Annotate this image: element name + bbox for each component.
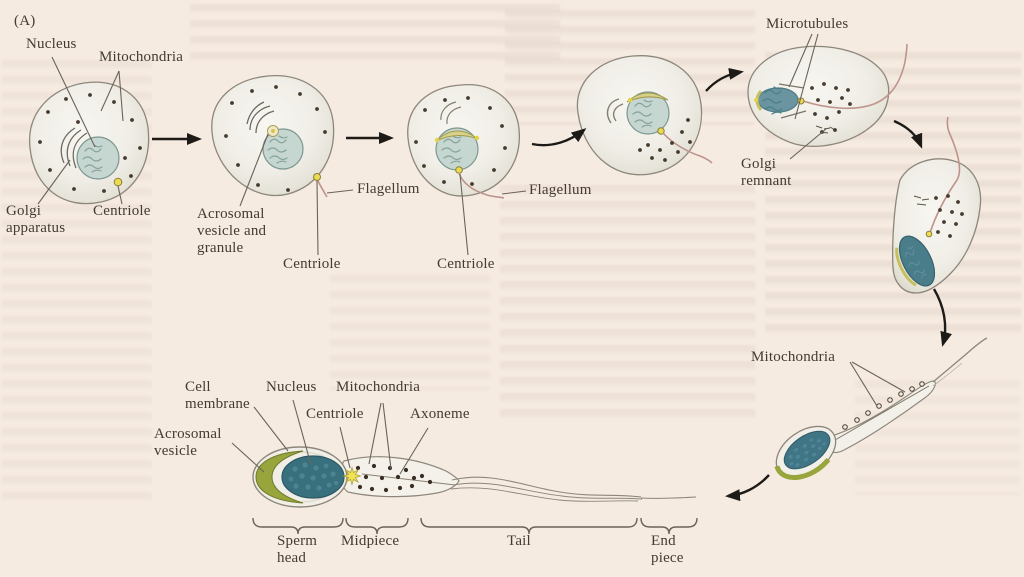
- centriole: [455, 166, 463, 174]
- label-sperm-head: Sperm head: [277, 533, 318, 566]
- centriole: [925, 230, 933, 238]
- mitochondria: [355, 463, 433, 493]
- leader-lines: [37, 33, 906, 475]
- acrosomal-cap: [626, 92, 669, 103]
- nucleus: [626, 91, 670, 135]
- tail: [450, 476, 697, 502]
- stage-2-cell: [211, 75, 335, 198]
- golgi-remnant: [913, 195, 930, 206]
- label-axoneme: Axoneme: [410, 406, 470, 422]
- end-piece: [640, 496, 697, 499]
- label-acrosomal-vesicle-granule: Acrosomal vesicle and granule: [197, 206, 267, 256]
- centriole: [113, 177, 123, 187]
- centriole: [342, 466, 362, 486]
- mitochondria-dots: [414, 96, 507, 186]
- label-nucleus-2: Nucleus: [266, 379, 317, 395]
- label-centriole-3: Centriole: [437, 256, 495, 272]
- stage-5-cell: [747, 43, 908, 147]
- nucleus: [76, 136, 120, 180]
- tail-brace: [420, 517, 638, 535]
- stage-1-cell: [28, 81, 150, 205]
- stage-arrows: [152, 67, 952, 502]
- label-end-piece: End piece: [651, 533, 684, 566]
- stage-6-cell: [892, 116, 982, 294]
- region-braces: [252, 517, 698, 535]
- mitochondria-dots: [638, 118, 692, 162]
- label-golgi-remnant: Golgi remnant: [741, 156, 792, 189]
- acrosomal-granule: [271, 129, 275, 133]
- flagellum: [802, 43, 908, 110]
- stage-7-cell: [774, 337, 988, 481]
- sperm-head-brace: [252, 517, 344, 535]
- axoneme: [834, 385, 930, 441]
- flagellum: [929, 116, 961, 234]
- arrow-4-5: [705, 67, 744, 92]
- label-midpiece: Midpiece: [341, 533, 400, 549]
- label-acrosomal-vesicle: Acrosomal vesicle: [154, 426, 222, 459]
- arrow-7-mature: [725, 474, 770, 502]
- golgi-remnant: [606, 98, 624, 124]
- panel-label: (A): [14, 13, 36, 29]
- stage-4-cell: [576, 55, 713, 176]
- mitochondria-dots: [38, 93, 142, 193]
- label-tail: Tail: [507, 533, 531, 549]
- label-centriole-1: Centriole: [93, 203, 151, 219]
- mature-sperm: [252, 446, 697, 508]
- label-cell-membrane: Cell membrane: [185, 379, 250, 412]
- acrosomal-vesicle: [255, 450, 304, 504]
- microtubules: [778, 83, 807, 119]
- label-mitochondria-2: Mitochondria: [751, 349, 836, 365]
- acrosomal-vesicle: [774, 457, 831, 481]
- golgi-remnant: [440, 101, 462, 125]
- acrosomal-cap: [895, 247, 917, 287]
- centriole: [313, 173, 321, 181]
- mitochondria-dots: [224, 85, 327, 192]
- arrow-6-7: [932, 288, 952, 347]
- label-centriole-2: Centriole: [283, 256, 341, 272]
- flagellum: [458, 172, 505, 199]
- label-microtubules: Microtubules: [766, 16, 849, 32]
- golgi-remnant: [815, 125, 836, 134]
- arrow-5-6: [893, 119, 923, 149]
- label-flagellum-1: Flagellum: [357, 181, 420, 197]
- axoneme: [361, 473, 456, 486]
- centriole: [657, 127, 665, 135]
- tail: [932, 337, 988, 383]
- flagellum: [317, 180, 328, 198]
- arrow-3-4: [531, 128, 587, 147]
- label-flagellum-2: Flagellum: [529, 182, 592, 198]
- golgi-apparatus: [246, 101, 275, 134]
- label-mitochondria-3: Mitochondria: [336, 379, 421, 395]
- stage-3-cell: [407, 84, 520, 199]
- label-nucleus-1: Nucleus: [26, 36, 77, 52]
- end-piece-brace: [640, 517, 698, 535]
- label-centriole-4: Centriole: [306, 406, 364, 422]
- midpiece-brace: [345, 517, 409, 535]
- label-golgi-apparatus: Golgi apparatus: [6, 203, 66, 236]
- label-mitochondria-1: Mitochondria: [99, 49, 184, 65]
- mitochondria-dots: [810, 82, 852, 134]
- mitochondria-dots: [934, 194, 964, 238]
- mitochondria-beads: [842, 381, 925, 430]
